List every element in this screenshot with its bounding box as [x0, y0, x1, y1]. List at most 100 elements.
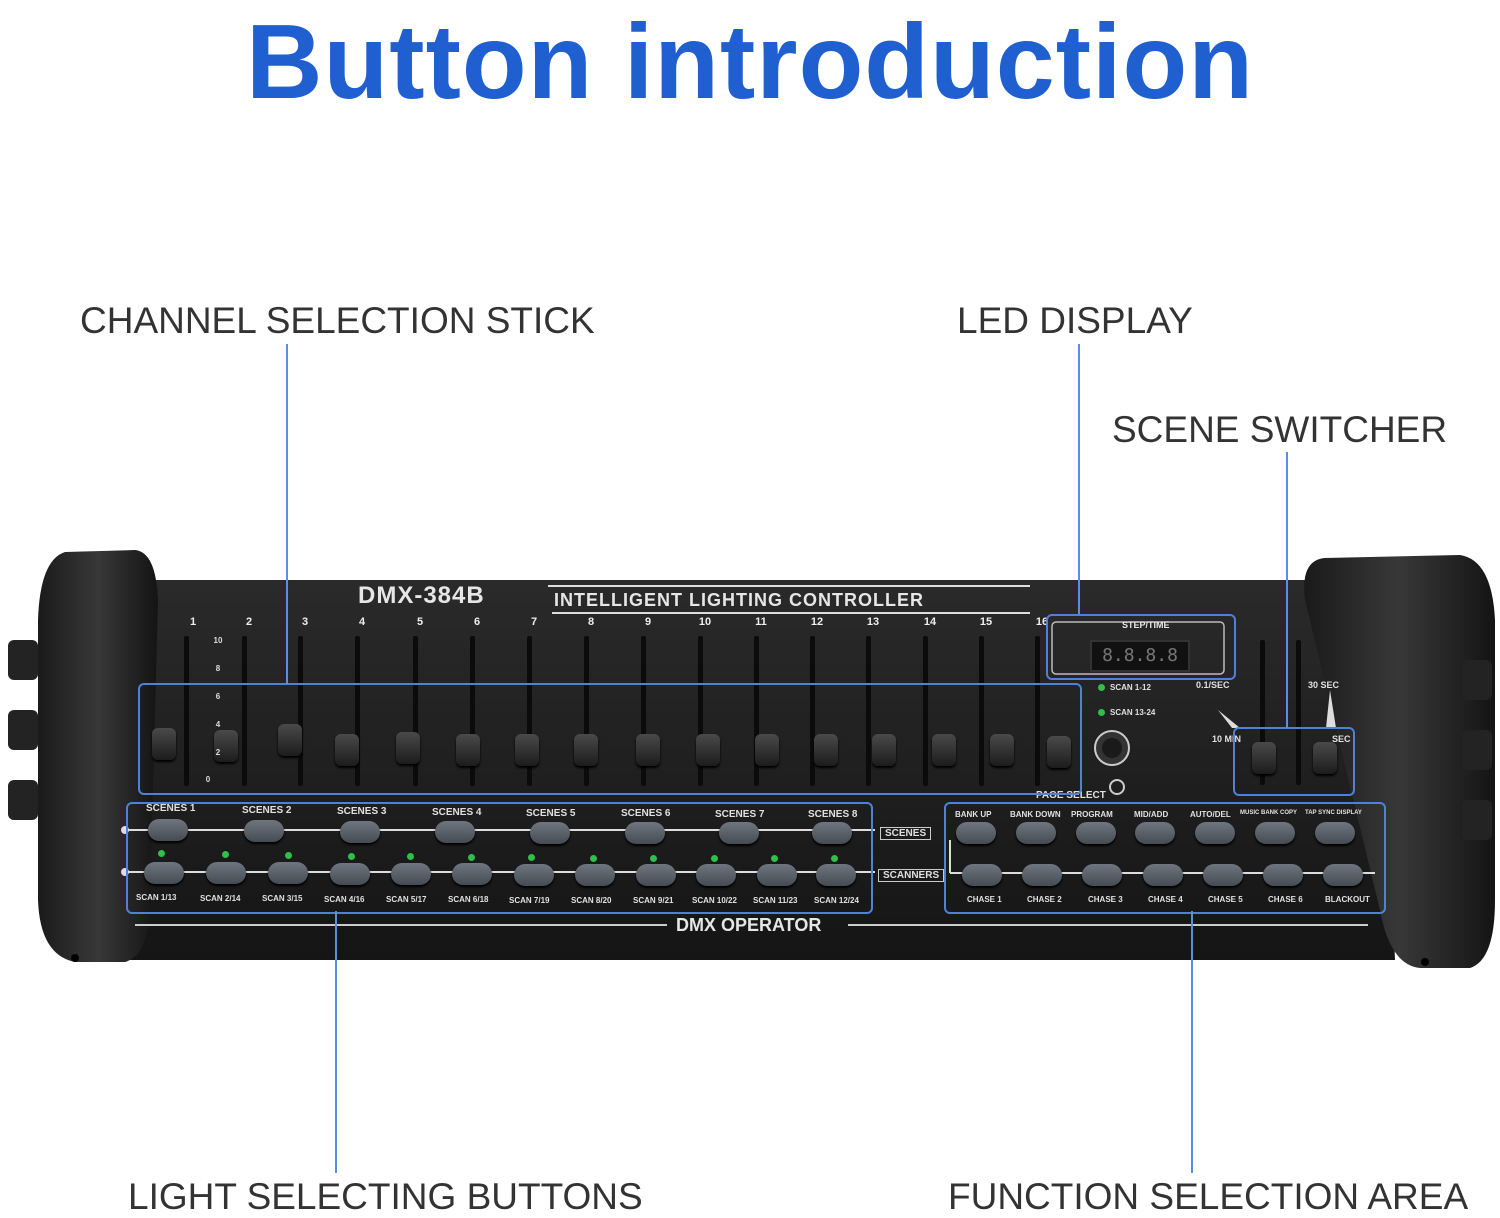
- step-time-label: STEP/TIME: [1122, 620, 1170, 630]
- chase-button[interactable]: [1082, 864, 1122, 886]
- fader-knob[interactable]: [755, 734, 779, 766]
- channel-number: 11: [755, 616, 767, 628]
- music-bank-copy-button[interactable]: [1255, 822, 1295, 844]
- scale-mark: 6: [215, 692, 221, 701]
- speed-low-label: 0.1/SEC: [1196, 680, 1230, 690]
- scene-label: SCENES 6: [621, 808, 671, 819]
- chase-button[interactable]: [1263, 864, 1303, 886]
- fade-low-label: SEC: [1332, 734, 1351, 744]
- channel-number: 9: [644, 616, 652, 628]
- scanner-label: SCAN 5/17: [386, 895, 427, 904]
- channel-number: 15: [979, 616, 993, 628]
- led-display-callout: LED DISPLAY: [957, 300, 1193, 341]
- fader-knob[interactable]: [335, 734, 359, 766]
- scanner-button[interactable]: [206, 862, 246, 884]
- scene-label: SCENES 8: [808, 809, 858, 820]
- scanner-button[interactable]: [514, 864, 554, 886]
- light-buttons-highlight: [126, 802, 873, 914]
- channel-number: 5: [416, 616, 424, 628]
- fader-knob[interactable]: [990, 734, 1014, 766]
- scene-button[interactable]: [244, 820, 284, 842]
- chase-label: CHASE 5: [1208, 895, 1243, 904]
- fader-knob[interactable]: [872, 734, 896, 766]
- chase-label: CHASE 3: [1088, 895, 1123, 904]
- channel-number: 16: [1035, 616, 1049, 628]
- fader-knob[interactable]: [515, 734, 539, 766]
- scanner-button[interactable]: [452, 863, 492, 885]
- fader-knob[interactable]: [696, 734, 720, 766]
- scanners-tag: SCANNERS: [878, 869, 945, 882]
- scene-button[interactable]: [435, 821, 475, 843]
- chase-button[interactable]: [1143, 864, 1183, 886]
- bank-down-button[interactable]: [1016, 822, 1056, 844]
- scale-mark: 10: [213, 636, 223, 645]
- chase-button[interactable]: [1203, 864, 1243, 886]
- scene-label: SCENES 3: [337, 806, 387, 817]
- scene-button[interactable]: [530, 822, 570, 844]
- scanner-label: SCAN 6/18: [448, 895, 489, 904]
- scanner-button[interactable]: [636, 864, 676, 886]
- scanner-button[interactable]: [757, 864, 797, 886]
- operator-label: DMX OPERATOR: [676, 915, 822, 935]
- channel-number: 3: [301, 616, 309, 628]
- channel-stick-highlight: [138, 683, 1082, 795]
- channel-stick-callout: CHANNEL SELECTION STICK: [80, 300, 595, 341]
- led-display-highlight: [1046, 614, 1236, 680]
- function-label: TAP SYNC DISPLAY: [1305, 810, 1362, 816]
- speed-fader-knob[interactable]: [1252, 742, 1276, 774]
- scan-range-a: SCAN 1-12: [1110, 683, 1151, 692]
- speed-high-label: 10 MIN: [1212, 734, 1242, 744]
- chase-label: CHASE 4: [1148, 895, 1183, 904]
- fader-knob[interactable]: [396, 732, 420, 764]
- channel-number: 4: [358, 616, 366, 628]
- function-label: AUTO/DEL: [1190, 810, 1231, 819]
- chase-button[interactable]: [1022, 864, 1062, 886]
- scene-button[interactable]: [719, 822, 759, 844]
- scene-button[interactable]: [340, 821, 380, 843]
- auto-del-button[interactable]: [1195, 822, 1235, 844]
- blackout-button[interactable]: [1323, 864, 1363, 886]
- fader-knob[interactable]: [214, 730, 238, 762]
- scale-mark: 2: [215, 748, 221, 757]
- mid-add-button[interactable]: [1135, 822, 1175, 844]
- scene-label: SCENES 2: [242, 805, 292, 816]
- scenes-tag: SCENES: [880, 827, 932, 840]
- chase-button[interactable]: [962, 864, 1002, 886]
- scanner-label: SCAN 1/13: [136, 893, 177, 902]
- tap-sync-display-button[interactable]: [1315, 822, 1355, 844]
- scene-button[interactable]: [812, 822, 852, 844]
- function-label: BANK UP: [955, 810, 992, 819]
- channel-number: 13: [866, 616, 880, 628]
- scene-label: SCENES 4: [432, 807, 482, 818]
- scanner-label: SCAN 4/16: [324, 895, 365, 904]
- fader-knob[interactable]: [152, 728, 176, 760]
- function-area-pointer: [1191, 911, 1193, 1173]
- program-button[interactable]: [1076, 822, 1116, 844]
- scene-switcher-callout: SCENE SWITCHER: [1112, 409, 1448, 450]
- fade-fader-knob[interactable]: [1313, 742, 1337, 774]
- channel-number: 8: [587, 616, 595, 628]
- scanner-button[interactable]: [575, 864, 615, 886]
- fader-knob[interactable]: [574, 734, 598, 766]
- page-select-label: PAGE SELECT: [1036, 790, 1106, 801]
- fader-knob[interactable]: [1047, 736, 1071, 768]
- scene-label: SCENES 5: [526, 808, 576, 819]
- fader-knob[interactable]: [456, 734, 480, 766]
- scanner-button[interactable]: [268, 862, 308, 884]
- scanner-label: SCAN 7/19: [509, 896, 550, 905]
- fader-knob[interactable]: [932, 734, 956, 766]
- scanner-button[interactable]: [391, 863, 431, 885]
- function-label: MID/ADD: [1134, 810, 1169, 819]
- scanner-button[interactable]: [816, 864, 856, 886]
- scanner-button[interactable]: [696, 864, 736, 886]
- scan-range-b: SCAN 13-24: [1110, 708, 1156, 717]
- fader-knob[interactable]: [636, 734, 660, 766]
- bank-up-button[interactable]: [956, 822, 996, 844]
- scanner-button[interactable]: [330, 863, 370, 885]
- scanner-button[interactable]: [144, 862, 184, 884]
- scene-button[interactable]: [148, 819, 188, 841]
- scene-button[interactable]: [625, 822, 665, 844]
- fader-knob[interactable]: [278, 724, 302, 756]
- fader-knob[interactable]: [814, 734, 838, 766]
- scene-label: SCENES 7: [715, 809, 765, 820]
